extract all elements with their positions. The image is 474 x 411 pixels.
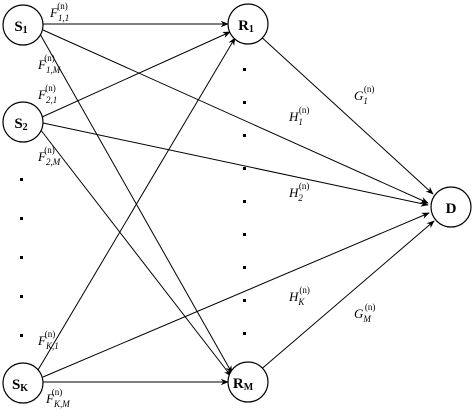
node-d[interactable]: D	[430, 186, 472, 228]
svg-text:S2: S2	[14, 116, 27, 133]
node-rm[interactable]: RM	[227, 361, 269, 403]
edge-label-f11: F1,1(n)	[49, 1, 69, 23]
svg-text:F1,M(n): F1,M(n)	[37, 53, 61, 75]
edge-s2-d	[42, 122, 429, 207]
svg-text:H1(n): H1(n)	[288, 105, 309, 127]
node-s2-main: S	[14, 116, 22, 132]
edge-label-h2: H2(n)	[288, 181, 309, 203]
svg-text:GM(n): GM(n)	[354, 302, 375, 324]
edge-label-fk1: FK,1(n)	[37, 329, 59, 351]
svg-text:F2,1(n): F2,1(n)	[37, 83, 57, 105]
svg-text:FK,M(n): FK,M(n)	[45, 387, 70, 409]
svg-text:G1(n): G1(n)	[354, 84, 374, 106]
node-r1[interactable]: R1	[227, 3, 269, 45]
edge-s1-d	[42, 29, 429, 204]
edges-source-to-relay	[37, 20, 236, 386]
node-rm-sub: M	[244, 382, 254, 393]
edge-rm-d	[257, 220, 435, 373]
node-s1[interactable]: S1	[2, 4, 44, 46]
node-s2[interactable]: S2	[2, 101, 44, 143]
edge-r1-d	[257, 33, 434, 195]
node-rm-main: R	[233, 376, 244, 392]
edge-sk-d	[42, 212, 430, 378]
edge-label-f2m: F2,M(n)	[37, 145, 61, 167]
node-r1-sub: 1	[249, 24, 254, 35]
edge-label-h1: H1(n)	[288, 105, 309, 127]
edge-label-hk: HK(n)	[288, 285, 310, 307]
svg-text:S1: S1	[14, 19, 27, 36]
node-s1-main: S	[14, 19, 22, 35]
edge-label-f21: F2,1(n)	[37, 83, 57, 105]
svg-text:F2,M(n): F2,M(n)	[37, 145, 61, 167]
edge-label-gm: GM(n)	[354, 302, 375, 324]
node-sk-sub: K	[20, 383, 28, 394]
node-d-main: D	[446, 201, 457, 217]
svg-text:H2(n): H2(n)	[288, 181, 309, 203]
node-s2-sub: 2	[23, 122, 28, 133]
edge-s2-rm	[39, 128, 232, 377]
svg-text:R1: R1	[238, 18, 254, 35]
svg-text:SK: SK	[12, 377, 28, 394]
edge-s2-r1	[41, 31, 231, 118]
edge-label-f1m: F1,M(n)	[37, 53, 61, 75]
node-s1-sub: 1	[23, 25, 28, 36]
edge-label-fkm: FK,M(n)	[45, 387, 70, 409]
edge-sk-r1	[37, 37, 236, 371]
edges-source-to-destination	[42, 29, 430, 378]
svg-text:RM: RM	[233, 376, 254, 393]
node-sk[interactable]: SK	[2, 362, 44, 404]
relay-ellipsis	[243, 68, 246, 335]
edge-label-g1: G1(n)	[354, 84, 374, 106]
edge-s1-rm	[39, 33, 233, 374]
source-ellipsis	[20, 178, 23, 337]
svg-text:F1,1(n): F1,1(n)	[49, 1, 69, 23]
svg-text:FK,1(n): FK,1(n)	[37, 329, 59, 351]
node-r1-main: R	[238, 18, 249, 34]
svg-text:HK(n): HK(n)	[288, 285, 310, 307]
edges-relay-to-destination	[257, 33, 435, 373]
node-sk-main: S	[12, 377, 20, 393]
